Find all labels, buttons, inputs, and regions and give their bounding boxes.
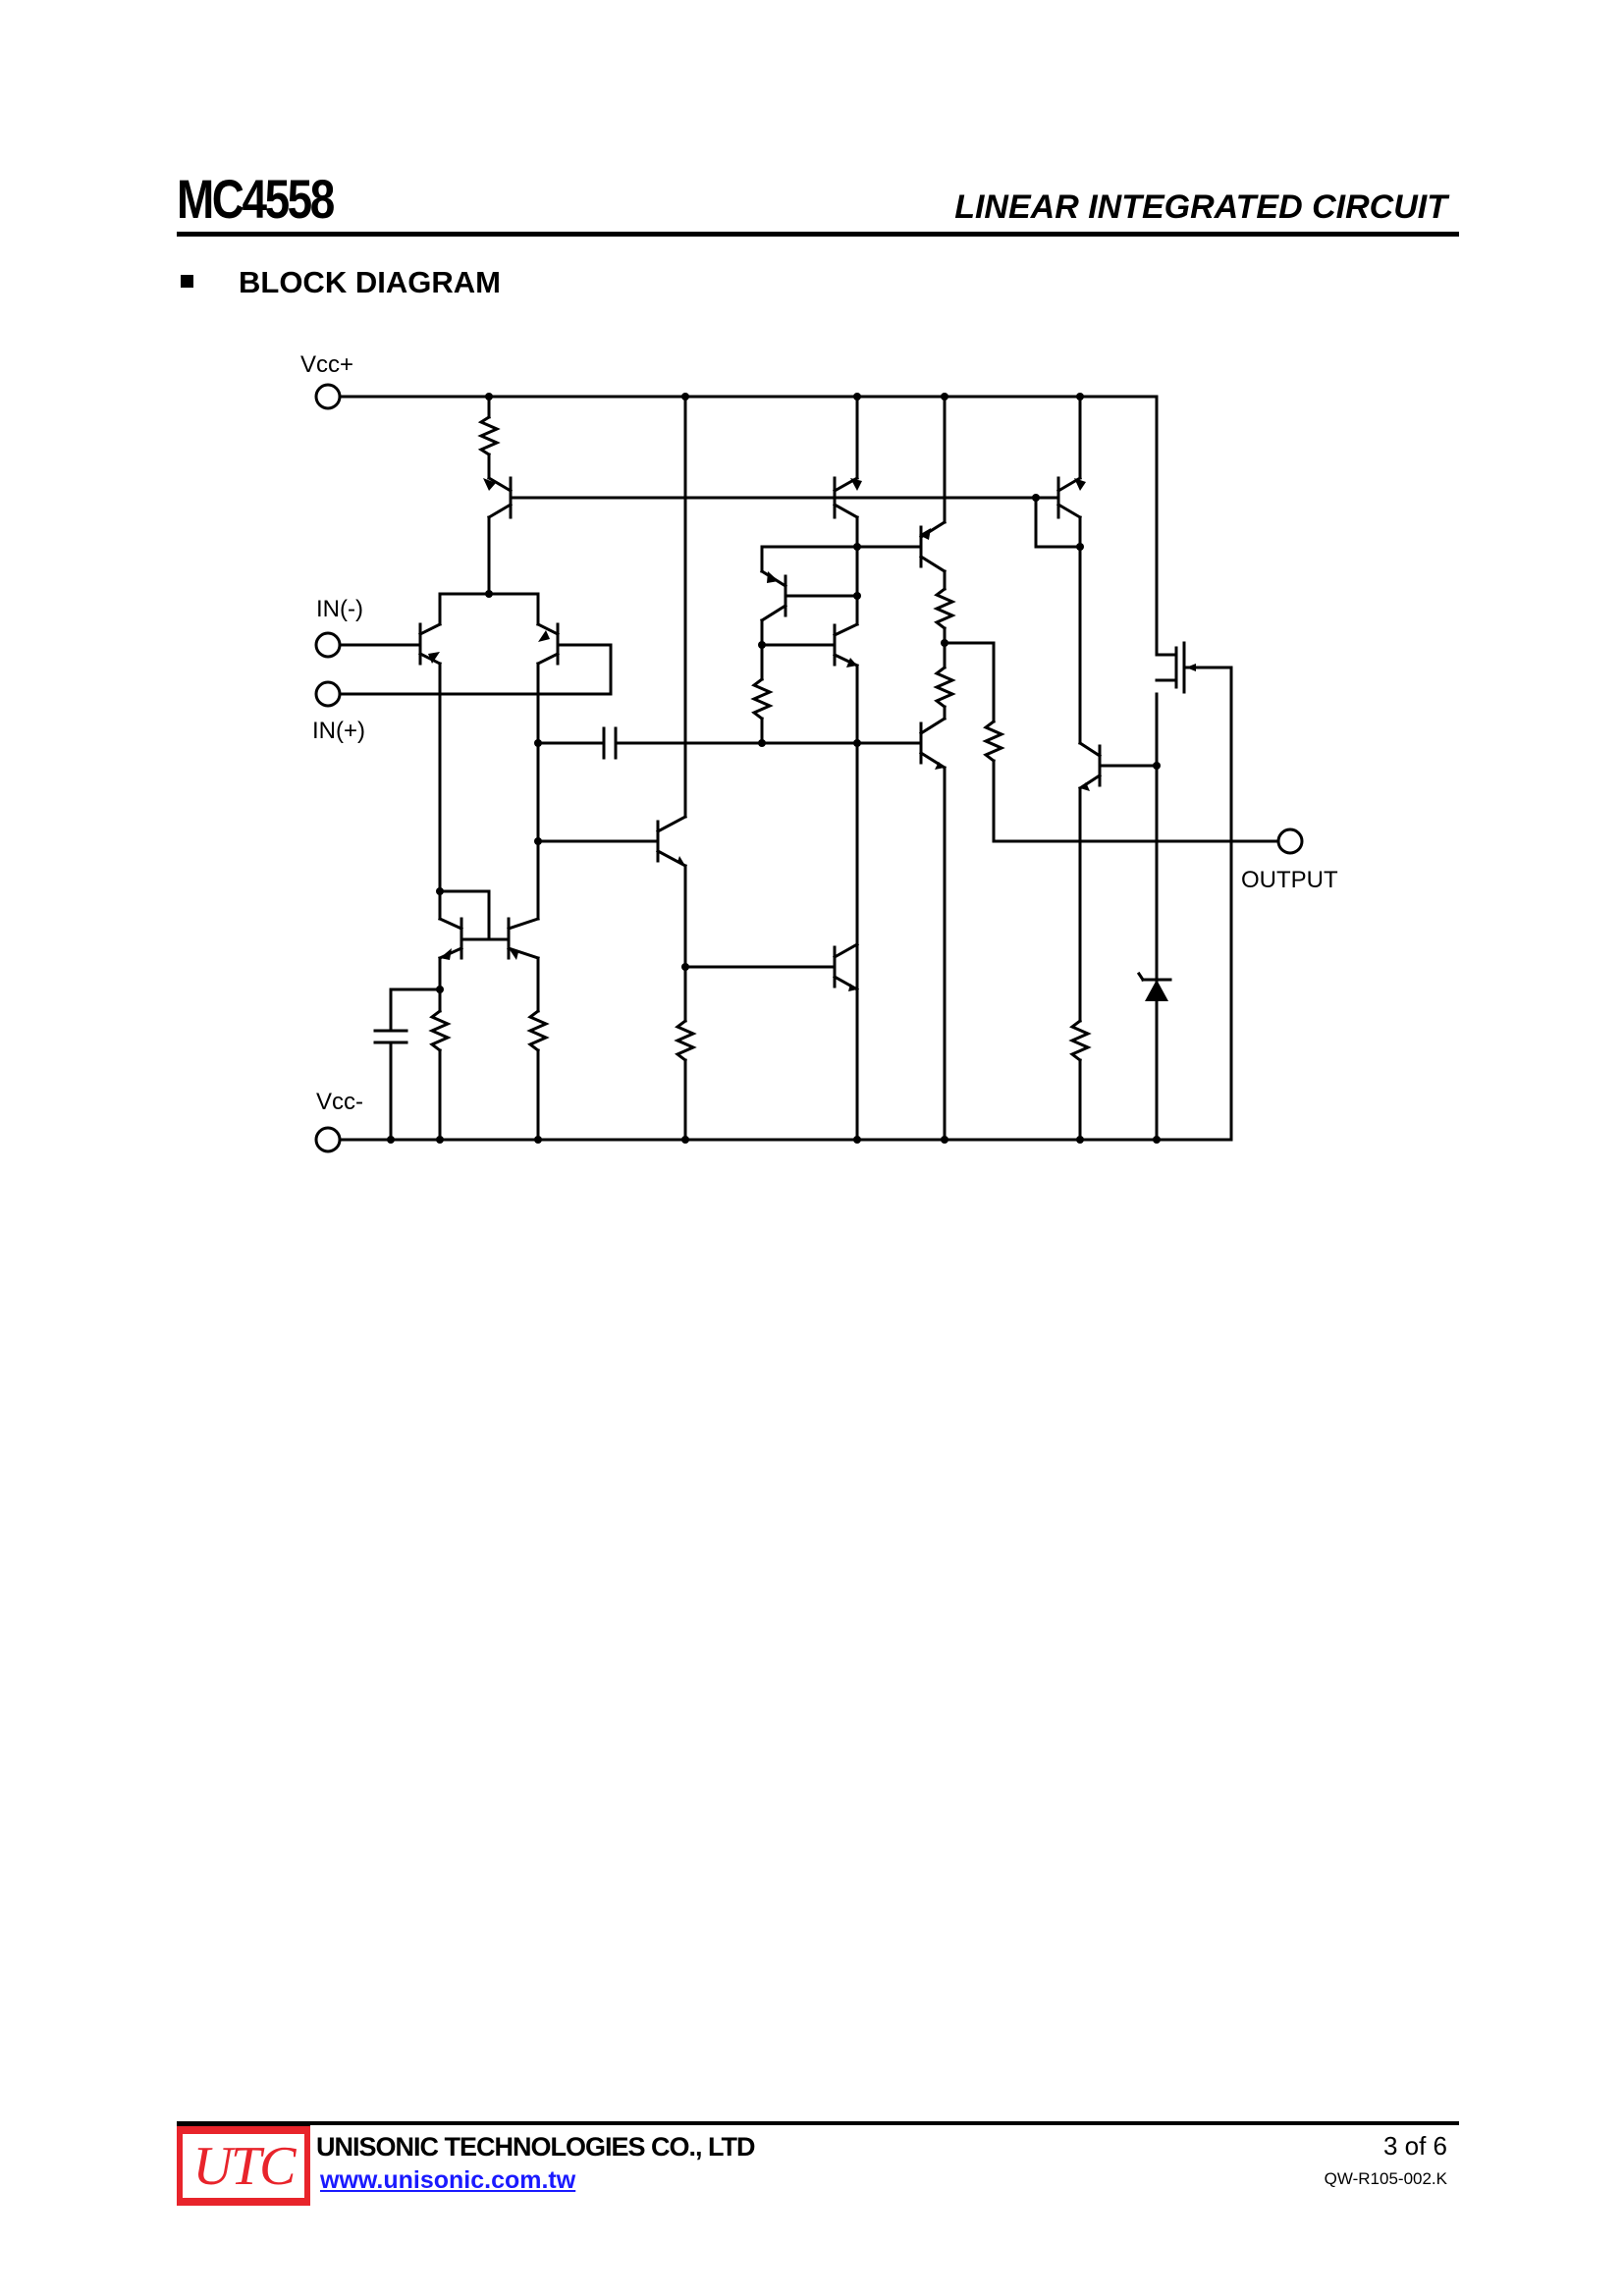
vcc-plus-terminal <box>314 383 342 410</box>
vcc-minus-terminal <box>314 1126 342 1153</box>
doc-code: QW-R105-002.K <box>1324 2169 1447 2188</box>
vcc-plus-label: Vcc+ <box>300 351 353 378</box>
in-minus-terminal <box>314 631 342 659</box>
in-plus-label: IN(+) <box>312 718 365 744</box>
block-diagram: Vcc+ IN(-) IN(+) Vcc- OUTPUT <box>300 351 1338 1153</box>
company-name: UNISONIC TECHNOLOGIES CO., LTD <box>316 2132 756 2162</box>
part-number: MC4558 <box>177 168 335 230</box>
section-heading-text: BLOCK DIAGRAM <box>239 265 501 299</box>
company-url-link[interactable]: www.unisonic.com.tw <box>320 2166 576 2194</box>
header-subtitle: LINEAR INTEGRATED CIRCUIT <box>954 188 1447 226</box>
utc-logo-text: UTC <box>192 2135 297 2197</box>
output-terminal <box>1276 828 1304 855</box>
square-bullet-icon <box>181 275 193 288</box>
in-minus-label: IN(-) <box>316 596 363 622</box>
page-number: 3 of 6 <box>1382 2131 1447 2161</box>
output-label: OUTPUT <box>1241 867 1338 893</box>
footer-rule <box>177 2121 1459 2125</box>
vcc-minus-label: Vcc- <box>316 1089 363 1115</box>
in-plus-terminal <box>314 680 342 708</box>
header-rule <box>177 232 1459 237</box>
section-heading: BLOCK DIAGRAM <box>181 265 501 300</box>
utc-logo: UTC <box>177 2123 310 2206</box>
